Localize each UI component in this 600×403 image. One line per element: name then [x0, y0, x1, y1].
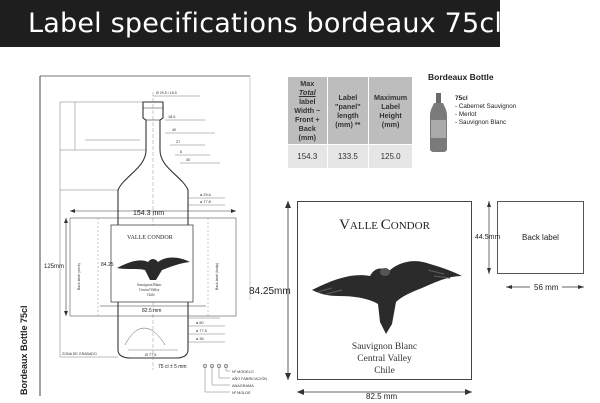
back-label-text: Back label: [522, 233, 559, 242]
drawing-engraving-zone: ZONA DE GRABADO: [62, 352, 97, 356]
drawing-dim-9: ø 36: [196, 337, 204, 341]
bordeaux-bottle-title: Bordeaux Bottle: [428, 72, 494, 82]
varietal-item: Merlot: [455, 111, 516, 119]
drawing-note-3: ANAGRAMA: [232, 384, 254, 388]
spec-header-total-width: Max Total label Width ~ Front + Back (mm…: [287, 76, 328, 145]
spec-header-max-height: Maximum Label Height (mm): [368, 76, 413, 145]
mini-condor-illustration: [117, 257, 190, 280]
back-label-width-dim: 56 mm: [534, 283, 559, 292]
spec-table: Max Total label Width ~ Front + Back (mm…: [287, 76, 413, 169]
drawing-top-dim: Ø 29.5 / 18.5: [156, 91, 177, 95]
drawing-dim-4: 30: [186, 158, 190, 162]
drawing-diameter: Ø 77.5: [145, 353, 156, 357]
drawing-mini-region: Central Valley: [139, 288, 160, 292]
varietal-item: Sauvignon Blanc: [455, 119, 516, 127]
front-label: VALLE CONDOR Sauvignon Blanc Central Val…: [297, 201, 472, 380]
drawing-bottom-label: 75 cl ± 5 mm: [158, 364, 187, 370]
label-panel-outline: [69, 217, 237, 317]
spec-value-total-width: 154.3: [287, 144, 328, 169]
drawing-dim-6: ø 77.8: [200, 200, 211, 204]
front-label-wine: Sauvignon Blanc: [351, 342, 418, 352]
drawing-back-label-1: Back label (neck): [77, 263, 81, 290]
bottle-outline: [117, 101, 189, 359]
side-label: Bordeaux Bottle 75cl: [19, 305, 29, 395]
spec-header-panel-length: Label "panel" length (mm) **: [326, 76, 370, 145]
varietal-item: Cabernet Sauvignon: [455, 103, 516, 111]
front-label-height-dim: 84.25mm: [249, 286, 291, 297]
slide-title: Label specifications bordeaux 75cl...: [28, 8, 529, 39]
drawing-note-1: Nº MODELO: [232, 370, 254, 374]
spec-value-max-height: 125.0: [368, 144, 413, 169]
varietal-list: Cabernet Sauvignon Merlot Sauvignon Blan…: [455, 103, 516, 127]
drawing-dim-5: ø 29.6: [200, 193, 211, 197]
front-label-width-dim: 82.5 mm: [366, 392, 398, 401]
drawing-label-width: 82.5 mm: [142, 308, 161, 314]
spec-value-panel-length: 133.5: [326, 144, 370, 169]
condor-illustration: [312, 261, 462, 334]
drawing-label-height: 125mm: [44, 264, 64, 270]
drawing-dim-0: 18.5: [168, 115, 175, 119]
front-label-country: Chile: [374, 366, 395, 376]
drawing-dim-8: ø 77.5: [196, 329, 207, 333]
back-label: Back label: [497, 201, 584, 274]
drawing-overall-width: 154.3 mm: [133, 210, 164, 217]
drawing-back-label-2: Back label (body): [215, 263, 219, 290]
title-bar: Label specifications bordeaux 75cl...: [0, 0, 528, 47]
drawing-mini-wine: Sauvignon Blanc: [137, 283, 162, 287]
back-label-height-dim: 44.5mm: [475, 234, 501, 241]
drawing-dim-3: 6: [180, 150, 182, 154]
front-label-brand: VALLE CONDOR: [339, 217, 430, 233]
spec-table-value-row: 154.3 133.5 125.0: [287, 144, 413, 169]
bordeaux-bottle-size: 75cl: [455, 95, 468, 102]
bordeaux-bottle-icon: [430, 93, 447, 152]
drawing-note-2: AÑO FABRICACIÓN: [232, 376, 267, 381]
drawing-note-4: Nº MOLDE: [232, 391, 251, 395]
drawing-dim-2: 27: [176, 140, 180, 144]
drawing-mini-height: 84.25: [101, 262, 114, 268]
spec-table-header-row: Max Total label Width ~ Front + Back (mm…: [287, 76, 413, 145]
drawing-mini-country: Chile: [147, 293, 155, 297]
drawing-dim-1: 40: [172, 128, 176, 132]
drawing-dim-7: ø 80: [196, 321, 204, 325]
front-label-region: Central Valley: [357, 354, 412, 364]
drawing-mini-brand: VALLE CONDOR: [127, 235, 173, 241]
